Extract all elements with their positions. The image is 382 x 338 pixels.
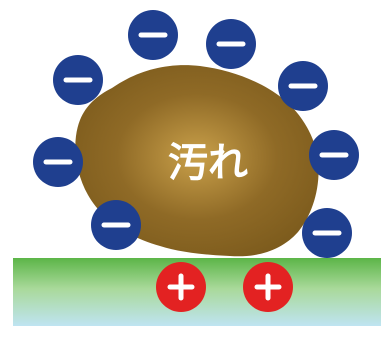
negative-charge — [128, 10, 178, 60]
negative-charge — [53, 55, 103, 105]
negative-charge — [302, 208, 352, 258]
negative-charge — [278, 61, 328, 111]
negative-charge — [91, 200, 141, 250]
negative-charge — [309, 130, 359, 180]
positive-charge — [243, 262, 293, 312]
dirt-label: 汚れ — [168, 140, 248, 186]
negative-charge — [33, 137, 83, 187]
negative-charge — [206, 19, 256, 69]
positive-charge — [156, 262, 206, 312]
dirt-particle — [75, 65, 319, 257]
